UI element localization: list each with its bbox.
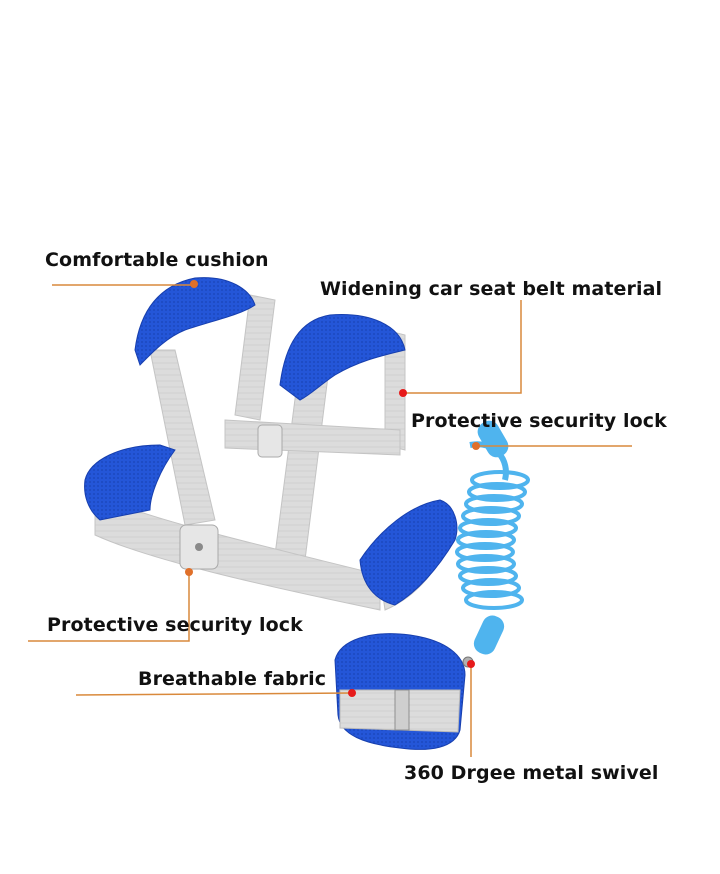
callout-markers xyxy=(185,280,480,697)
coiled-leash xyxy=(455,420,530,655)
callout-breathable-fabric: Breathable fabric xyxy=(138,668,327,690)
wrist-cuff xyxy=(334,633,474,750)
cushions xyxy=(84,277,458,606)
leader-lines xyxy=(28,284,632,757)
callout-protective-security-lock-left: Protective security lock xyxy=(47,614,303,636)
callout-widening-belt-material: Widening car seat belt material xyxy=(320,278,663,300)
callout-metal-swivel: 360 Drgee metal swivel xyxy=(404,762,659,784)
callout-comfortable-cushion: Comfortable cushion xyxy=(45,249,269,271)
belt-buckle-left xyxy=(179,424,283,570)
callout-protective-security-lock-right: Protective security lock xyxy=(411,410,667,432)
